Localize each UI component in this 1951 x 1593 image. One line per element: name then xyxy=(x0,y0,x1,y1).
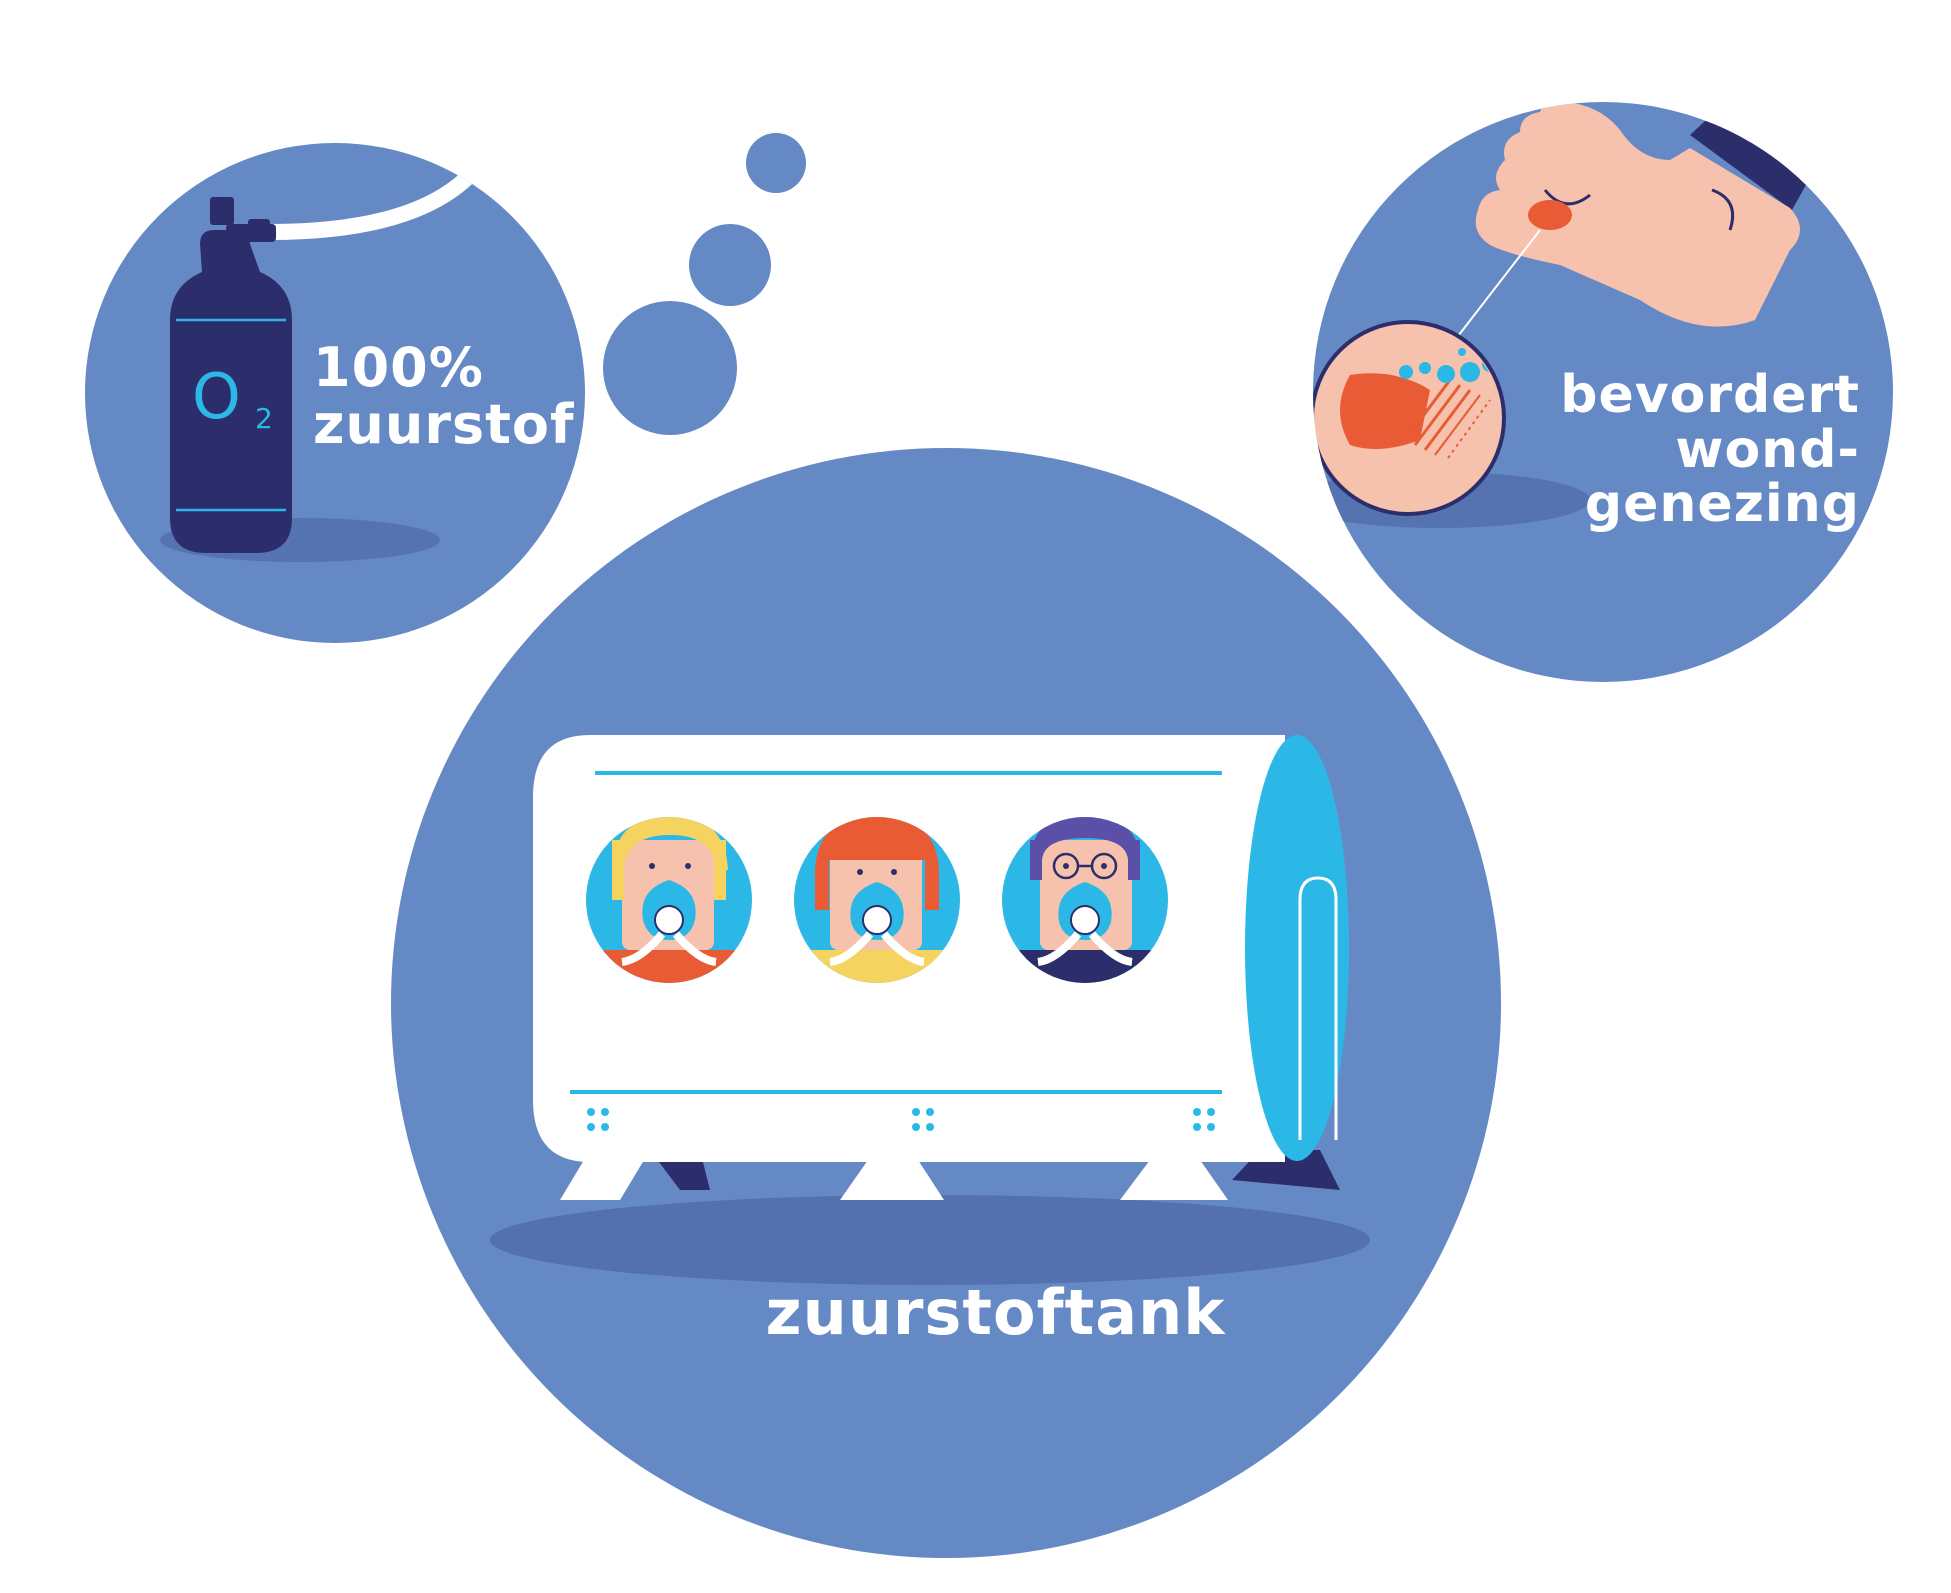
bubble-large xyxy=(603,301,737,435)
healing-label-line-1: bevordert xyxy=(1560,365,1860,425)
wound-zoom-icon xyxy=(1313,320,1506,516)
oxygen-label-line-1: 100% xyxy=(313,336,484,399)
tank-bubble xyxy=(391,448,1501,1558)
bubble-medium xyxy=(689,224,771,306)
person-red-hair-icon xyxy=(794,817,960,983)
healing-label-line-3: genezing xyxy=(1584,474,1860,535)
oxygen-cylinder-icon: O 2 xyxy=(170,197,292,553)
oxygen-bubble: O 2 xyxy=(85,143,585,643)
person-glasses-icon xyxy=(1002,817,1168,983)
decorative-bubbles xyxy=(603,133,806,435)
tank-label: zuurstoftank xyxy=(765,1276,1226,1349)
foot-wound-icon xyxy=(1454,102,1800,341)
oxygen-symbol: O xyxy=(192,360,241,433)
healing-label-line-2: wond- xyxy=(1675,419,1860,480)
oxygen-label-line-2: zuurstof xyxy=(313,392,575,456)
hyperbaric-chamber-icon xyxy=(533,735,1349,1200)
oxygen-label: 100% zuurstof xyxy=(313,336,575,456)
oxygen-subscript: 2 xyxy=(255,402,273,435)
bubble-small xyxy=(746,133,806,193)
healing-label: bevordert wond- genezing xyxy=(1530,368,1860,532)
